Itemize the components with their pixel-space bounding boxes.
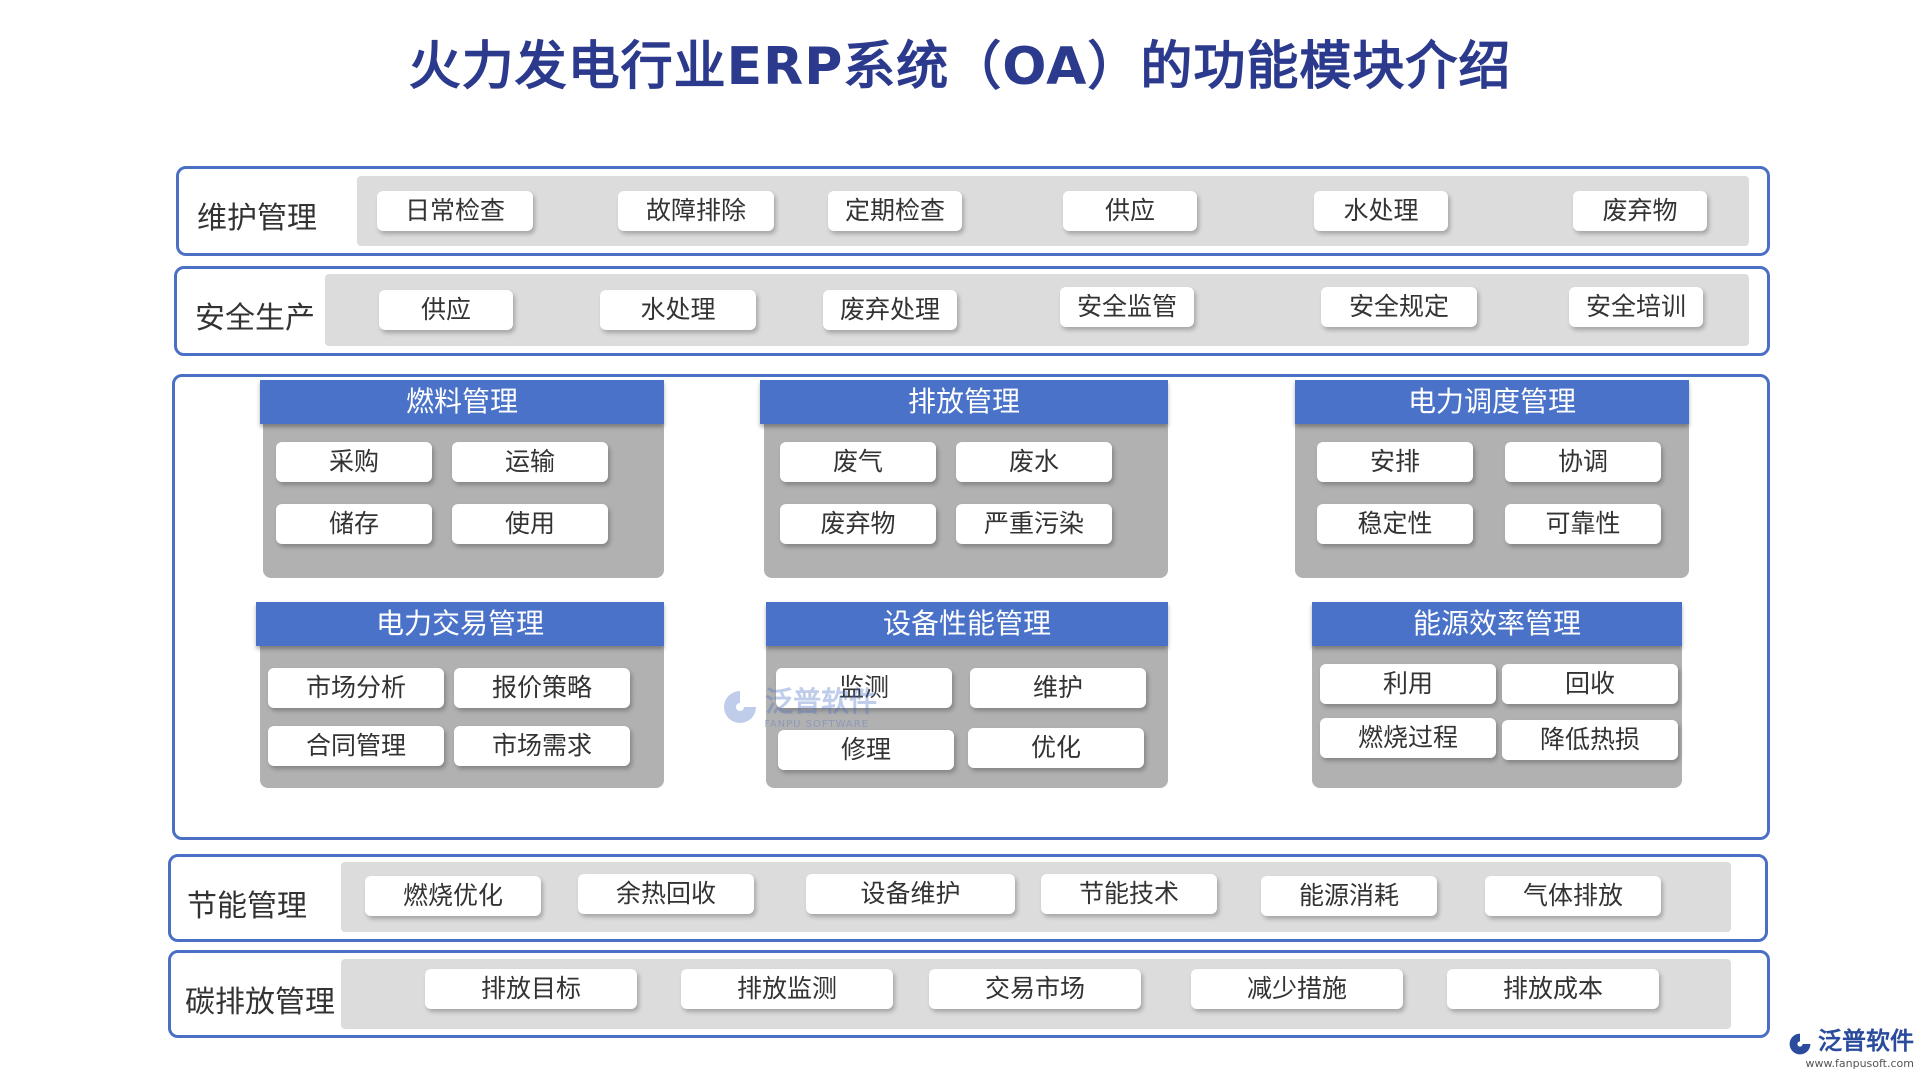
module-item[interactable]: 废弃处理 <box>823 290 957 330</box>
card-item[interactable]: 市场需求 <box>454 726 630 766</box>
safety-production-row: 安全生产 供应 水处理 废弃处理 安全监管 安全规定 安全培训 <box>174 266 1770 356</box>
module-item[interactable]: 节能技术 <box>1041 874 1217 914</box>
card-item[interactable]: 可靠性 <box>1505 504 1661 544</box>
watermark: 泛普软件 FANPU SOFTWARE <box>720 680 877 730</box>
emission-management-card: 排放管理 废气 废水 废弃物 严重污染 <box>760 380 1168 578</box>
module-item[interactable]: 定期检查 <box>828 191 962 231</box>
card-item[interactable]: 安排 <box>1317 442 1473 482</box>
row-band: 日常检查 故障排除 定期检查 供应 水处理 废弃物 <box>357 176 1749 246</box>
module-item[interactable]: 燃烧优化 <box>365 876 541 916</box>
card-title: 燃料管理 <box>260 380 664 424</box>
energy-saving-row: 节能管理 燃烧优化 余热回收 设备维护 节能技术 能源消耗 气体排放 <box>168 854 1768 942</box>
module-item[interactable]: 供应 <box>379 290 513 330</box>
module-item[interactable]: 排放目标 <box>425 969 637 1009</box>
watermark-subtext: FANPU SOFTWARE <box>764 718 870 730</box>
fanpu-logo-icon <box>1789 1033 1811 1055</box>
row-band: 燃烧优化 余热回收 设备维护 节能技术 能源消耗 气体排放 <box>341 862 1731 932</box>
module-item[interactable]: 安全培训 <box>1569 287 1703 327</box>
card-title: 电力调度管理 <box>1295 380 1689 424</box>
module-item[interactable]: 设备维护 <box>806 874 1015 914</box>
power-dispatch-card: 电力调度管理 安排 协调 稳定性 可靠性 <box>1295 380 1689 578</box>
row-label: 节能管理 <box>187 889 307 924</box>
card-item[interactable]: 优化 <box>968 728 1144 768</box>
card-item[interactable]: 报价策略 <box>454 668 630 708</box>
page-title: 火力发电行业ERP系统（OA）的功能模块介绍 <box>408 37 1512 97</box>
fuel-management-card: 燃料管理 采购 运输 储存 使用 <box>260 380 664 578</box>
module-item[interactable]: 减少措施 <box>1191 969 1403 1009</box>
module-item[interactable]: 水处理 <box>1314 191 1448 231</box>
equipment-performance-card: 设备性能管理 监测 维护 修理 优化 <box>766 602 1168 788</box>
card-title: 电力交易管理 <box>256 602 664 646</box>
module-item[interactable]: 排放成本 <box>1447 969 1659 1009</box>
row-label: 维护管理 <box>197 201 317 236</box>
module-item[interactable]: 供应 <box>1063 191 1197 231</box>
module-item[interactable]: 交易市场 <box>929 969 1141 1009</box>
card-item[interactable]: 储存 <box>276 504 432 544</box>
card-item[interactable]: 使用 <box>452 504 608 544</box>
card-item[interactable]: 废弃物 <box>780 504 936 544</box>
module-item[interactable]: 余热回收 <box>578 874 754 914</box>
power-trading-card: 电力交易管理 市场分析 报价策略 合同管理 市场需求 <box>256 602 664 788</box>
watermark-text: 泛普软件 <box>765 685 878 718</box>
card-item[interactable]: 利用 <box>1320 664 1496 704</box>
module-item[interactable]: 故障排除 <box>618 191 774 231</box>
carbon-emission-row: 碳排放管理 排放目标 排放监测 交易市场 减少措施 排放成本 <box>168 950 1770 1038</box>
card-item[interactable]: 稳定性 <box>1317 504 1473 544</box>
module-item[interactable]: 排放监测 <box>681 969 893 1009</box>
card-item[interactable]: 回收 <box>1502 664 1678 704</box>
card-item[interactable]: 废气 <box>780 442 936 482</box>
card-item[interactable]: 合同管理 <box>268 726 444 766</box>
card-item[interactable]: 采购 <box>276 442 432 482</box>
energy-efficiency-card: 能源效率管理 利用 回收 燃烧过程 降低热损 <box>1312 602 1682 788</box>
card-item[interactable]: 监测 <box>776 668 952 708</box>
row-band: 排放目标 排放监测 交易市场 减少措施 排放成本 <box>341 959 1731 1029</box>
module-item[interactable]: 废弃物 <box>1573 191 1707 231</box>
module-item[interactable]: 气体排放 <box>1485 876 1661 916</box>
card-item[interactable]: 运输 <box>452 442 608 482</box>
module-item[interactable]: 安全监管 <box>1060 287 1194 327</box>
card-title: 能源效率管理 <box>1312 602 1682 646</box>
row-label: 碳排放管理 <box>185 985 335 1020</box>
card-item[interactable]: 降低热损 <box>1502 720 1678 760</box>
module-item[interactable]: 水处理 <box>600 290 756 330</box>
card-item[interactable]: 市场分析 <box>268 668 444 708</box>
card-item[interactable]: 维护 <box>970 668 1146 708</box>
card-item[interactable]: 废水 <box>956 442 1112 482</box>
row-label: 安全生产 <box>195 301 315 336</box>
module-item[interactable]: 能源消耗 <box>1261 876 1437 916</box>
card-item[interactable]: 协调 <box>1505 442 1661 482</box>
card-item[interactable]: 燃烧过程 <box>1320 718 1496 758</box>
brand-logo: 泛普软件 www.fanpusoft.com <box>1787 1021 1914 1070</box>
card-title: 排放管理 <box>760 380 1168 424</box>
card-title: 设备性能管理 <box>766 602 1168 646</box>
card-item[interactable]: 修理 <box>778 730 954 770</box>
brand-name: 泛普软件 <box>1818 1026 1914 1055</box>
fanpu-logo-icon <box>724 690 756 723</box>
maintenance-row: 维护管理 日常检查 故障排除 定期检查 供应 水处理 废弃物 <box>176 166 1770 256</box>
row-band: 供应 水处理 废弃处理 安全监管 安全规定 安全培训 <box>325 274 1749 346</box>
module-item[interactable]: 安全规定 <box>1321 287 1477 327</box>
brand-url: www.fanpusoft.com <box>1805 1057 1914 1070</box>
module-item[interactable]: 日常检查 <box>377 191 533 231</box>
card-item[interactable]: 严重污染 <box>956 504 1112 544</box>
